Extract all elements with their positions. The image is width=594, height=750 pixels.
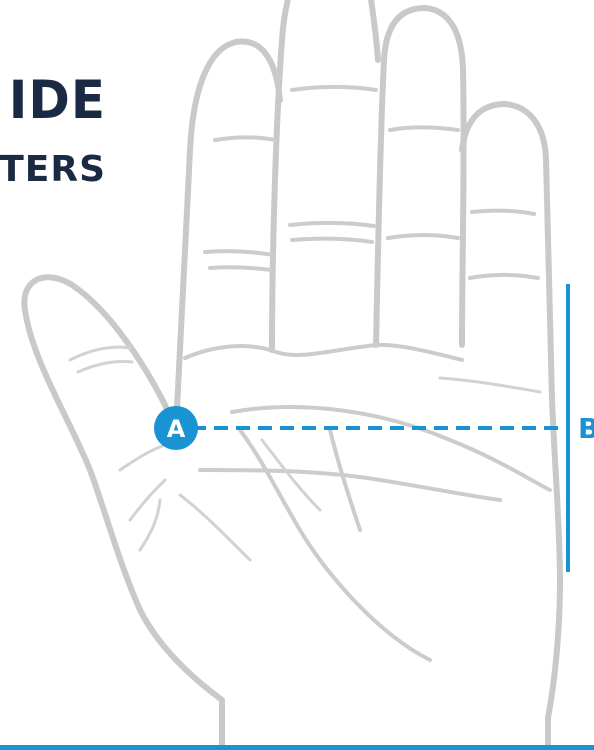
- thumb-web-crease: [120, 445, 165, 470]
- hand-outline-icon: [24, 0, 560, 750]
- middle-finger-outline: [272, 0, 378, 350]
- thumb-crease: [70, 347, 130, 360]
- palm-crease: [330, 430, 360, 530]
- finger-base-crease: [440, 378, 540, 392]
- crease-line: [292, 87, 376, 90]
- point-b-label: B: [578, 412, 594, 445]
- crease-line: [215, 137, 275, 140]
- bottom-divider: [0, 745, 594, 750]
- fate-line: [240, 430, 430, 660]
- crease-line: [210, 267, 272, 270]
- crease-line: [292, 239, 372, 242]
- palm-creases: [70, 87, 550, 660]
- thumb-crease: [78, 361, 132, 372]
- life-line: [180, 495, 250, 560]
- crease-line: [390, 127, 458, 130]
- finger-base-crease: [185, 345, 462, 360]
- crease-line: [388, 235, 458, 238]
- thumb-web-crease: [140, 500, 160, 550]
- heart-line: [232, 407, 550, 490]
- crease-line: [470, 275, 538, 278]
- point-a-label: A: [167, 415, 186, 443]
- crease-line: [290, 223, 374, 226]
- crease-line: [205, 251, 274, 255]
- index-finger-outline: [176, 42, 280, 428]
- crease-line: [472, 211, 534, 214]
- ring-finger-outline: [376, 8, 464, 345]
